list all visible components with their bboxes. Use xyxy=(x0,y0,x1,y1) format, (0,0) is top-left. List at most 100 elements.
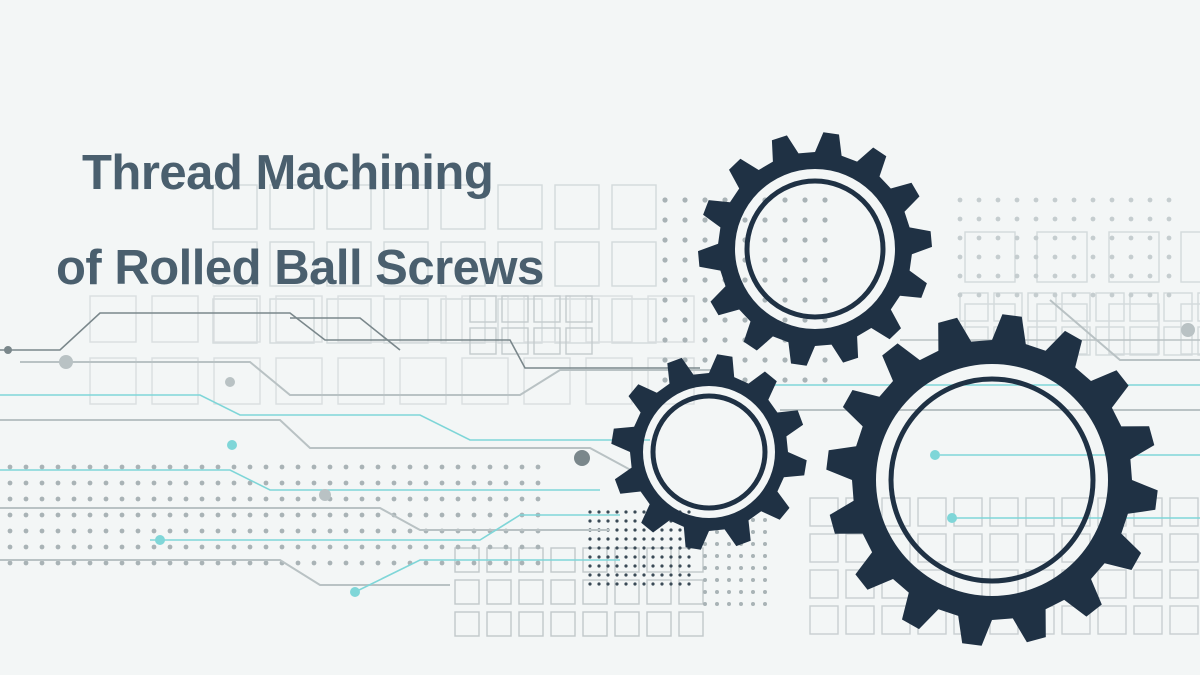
dot xyxy=(87,560,93,566)
dot xyxy=(279,464,285,470)
gear-icon-large xyxy=(826,314,1158,646)
dot xyxy=(71,480,77,486)
dot xyxy=(439,496,445,502)
dot xyxy=(742,377,748,383)
grid-square xyxy=(440,184,486,230)
dot xyxy=(1128,235,1134,241)
dot xyxy=(151,544,157,550)
dot xyxy=(23,560,29,566)
dot xyxy=(23,464,29,470)
dot xyxy=(957,292,963,298)
grid-square xyxy=(809,605,839,635)
dot xyxy=(1109,273,1115,279)
dot xyxy=(606,519,610,523)
dot xyxy=(87,480,93,486)
dot xyxy=(822,277,828,283)
grid-square xyxy=(1163,326,1193,356)
dot xyxy=(597,519,601,523)
dot xyxy=(1128,254,1134,260)
dot xyxy=(624,510,628,514)
dot xyxy=(751,566,755,570)
dot xyxy=(375,480,381,486)
grid-square xyxy=(213,295,261,343)
dot xyxy=(183,480,189,486)
grid-square xyxy=(1108,231,1160,283)
dot xyxy=(87,496,93,502)
dot xyxy=(231,560,237,566)
grid-square xyxy=(1169,605,1199,635)
grid-square xyxy=(1095,292,1125,322)
dot xyxy=(687,555,691,559)
grid-square xyxy=(213,357,261,405)
dot xyxy=(682,237,688,243)
dot xyxy=(633,537,637,541)
dot xyxy=(103,528,109,534)
dot xyxy=(633,546,637,550)
dot xyxy=(597,573,601,577)
dot xyxy=(215,512,221,518)
dot xyxy=(763,542,767,546)
dot xyxy=(7,512,13,518)
dot xyxy=(135,512,141,518)
dot xyxy=(519,496,525,502)
dot xyxy=(606,573,610,577)
grid-square xyxy=(523,295,571,343)
dot xyxy=(606,537,610,541)
dot xyxy=(702,277,708,283)
grid-square xyxy=(469,295,497,323)
dot xyxy=(957,273,963,279)
dot xyxy=(682,197,688,203)
dot xyxy=(503,464,509,470)
grid-square xyxy=(399,357,447,405)
dot xyxy=(359,512,365,518)
dot xyxy=(651,573,655,577)
dot xyxy=(519,464,525,470)
grid-square xyxy=(1163,292,1193,322)
dot xyxy=(23,528,29,534)
dot xyxy=(1033,292,1039,298)
dot xyxy=(167,480,173,486)
dot xyxy=(23,544,29,550)
dot xyxy=(455,496,461,502)
dot xyxy=(669,582,673,586)
dot xyxy=(119,560,125,566)
dot xyxy=(715,578,719,582)
dot xyxy=(1128,273,1134,279)
gear-icon-top xyxy=(698,132,932,366)
dot xyxy=(327,560,333,566)
grid-square xyxy=(565,295,593,323)
dot xyxy=(503,480,509,486)
dot xyxy=(669,564,673,568)
gear-body xyxy=(826,314,1158,646)
dot xyxy=(391,544,397,550)
dot xyxy=(1014,254,1020,260)
grid-square xyxy=(383,241,429,287)
dot xyxy=(1033,273,1039,279)
dot xyxy=(423,496,429,502)
dot xyxy=(87,544,93,550)
dot xyxy=(702,237,708,243)
grid-square xyxy=(212,184,258,230)
dot xyxy=(535,480,541,486)
dot xyxy=(702,357,708,363)
dot xyxy=(660,573,664,577)
grid-square xyxy=(554,184,600,230)
grid-square xyxy=(337,357,385,405)
dot xyxy=(295,544,301,550)
grid-square xyxy=(565,327,593,355)
dot xyxy=(662,237,668,243)
dot xyxy=(1109,216,1115,222)
dot xyxy=(71,560,77,566)
dot xyxy=(1147,216,1153,222)
dot xyxy=(1109,235,1115,241)
dot xyxy=(669,573,673,577)
dot xyxy=(151,560,157,566)
dot xyxy=(471,512,477,518)
dot xyxy=(1147,273,1153,279)
grid-square xyxy=(523,357,571,405)
gear-body xyxy=(611,354,807,550)
dot xyxy=(359,544,365,550)
dot xyxy=(1166,273,1172,279)
dot xyxy=(762,357,768,363)
